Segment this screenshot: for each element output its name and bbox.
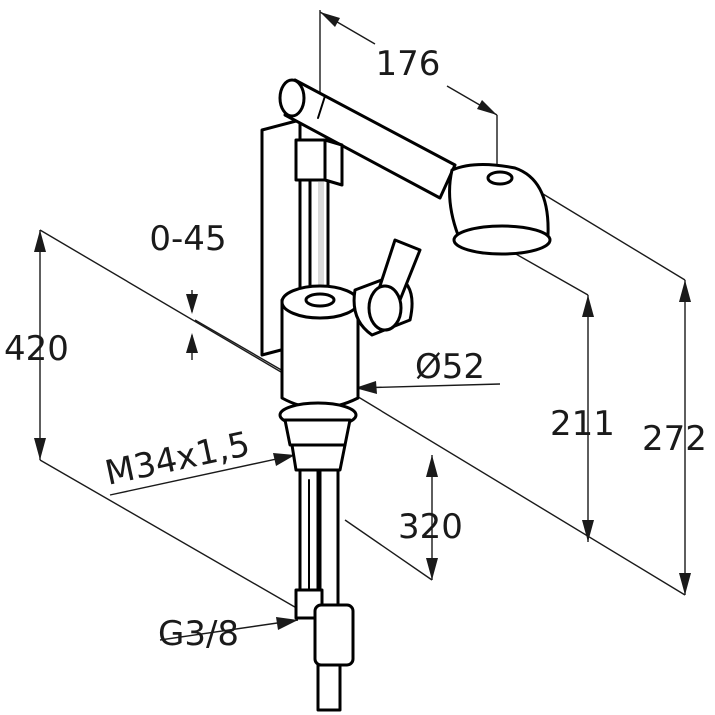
ext-line-swivel	[194, 319, 291, 376]
label-swivel-range: 0-45	[149, 219, 226, 259]
ext-line-272-top	[519, 179, 686, 281]
arrow-420-bottom	[34, 438, 46, 460]
label-thread: M34x1,5	[102, 424, 254, 494]
arrow-320-bottom	[426, 558, 438, 580]
arrow-211-top	[582, 295, 594, 317]
column-shade	[318, 182, 324, 288]
arrow-320-top	[426, 455, 438, 477]
arrow-thread	[273, 453, 295, 466]
lever-cap	[367, 284, 403, 332]
column-collar	[294, 138, 330, 182]
arrow-272-top	[679, 280, 691, 302]
fitting-right	[313, 603, 355, 667]
arrow-swivel-down	[186, 294, 198, 314]
arrow-d52	[355, 381, 377, 394]
spray-head-face	[452, 224, 552, 256]
spout-joint-line	[317, 95, 326, 119]
arrow-g38	[276, 617, 298, 630]
arrow-176-right	[477, 100, 497, 115]
arrow-272-bottom	[679, 573, 691, 595]
label-hose-length: 320	[398, 507, 463, 547]
label-spout-reach: 176	[376, 44, 441, 84]
arrow-176-left	[320, 12, 340, 27]
thread-section	[283, 418, 352, 447]
label-total-height: 420	[4, 329, 69, 369]
label-body-diameter: Ø52	[415, 347, 485, 387]
spray-head-button	[486, 170, 514, 186]
label-spout-height: 211	[550, 404, 615, 444]
spout-arm-end	[278, 78, 306, 118]
spray-head	[448, 162, 550, 237]
arrow-swivel-up	[186, 333, 198, 353]
faucet	[260, 78, 552, 712]
leader-g38	[159, 619, 299, 641]
dimension-labels: 176 0-45 420 Ø52 211 272 M34x1,5 320 G3/…	[4, 44, 707, 654]
ext-line-272-bottom	[354, 394, 686, 596]
ext-line-420-top	[39, 229, 321, 396]
leader-thread	[109, 454, 296, 496]
fitting-tail	[316, 663, 342, 712]
label-overall-height: 272	[642, 419, 707, 459]
leader-d52	[354, 383, 501, 389]
ext-line-320-bottom	[344, 519, 433, 581]
ext-line-420-bottom	[39, 459, 301, 611]
arrow-420-top	[34, 230, 46, 252]
column-bracket	[323, 138, 344, 187]
arrow-211-bottom	[582, 520, 594, 542]
nut-section	[290, 443, 347, 472]
label-connection: G3/8	[158, 614, 239, 654]
dimension-lines	[34, 10, 691, 641]
body-top-hole	[304, 292, 336, 308]
